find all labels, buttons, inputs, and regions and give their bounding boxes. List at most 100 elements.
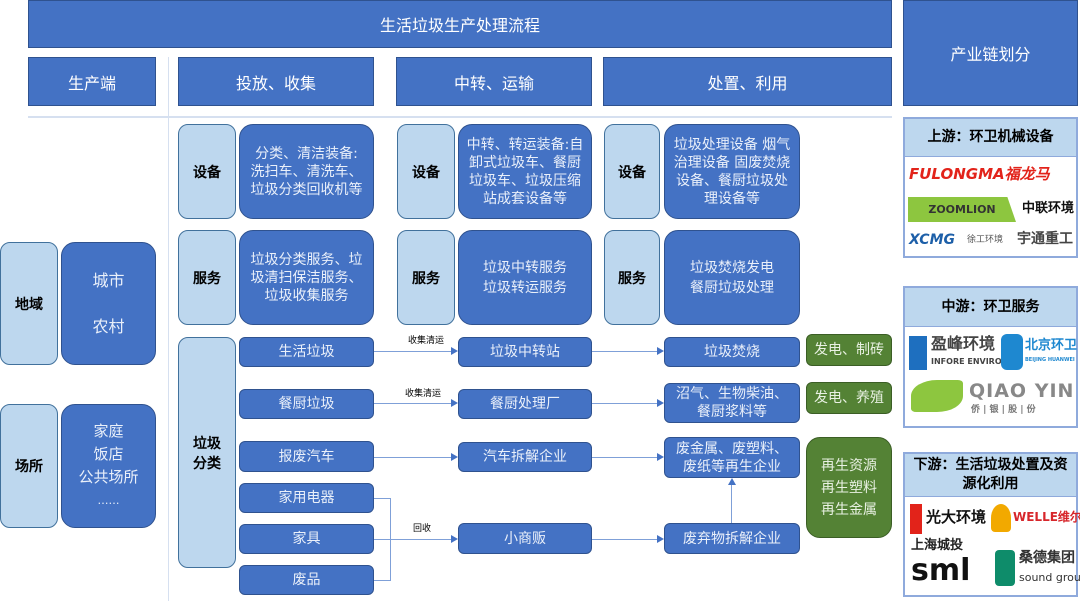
sort-item: 家具 <box>239 524 374 554</box>
place-home: 家庭 <box>93 422 124 440</box>
logo-fulongma: FULONGMA福龙马 <box>909 165 1050 183</box>
sort-label: 垃圾分类 <box>178 337 236 568</box>
sort-item: 家用电器 <box>239 483 374 513</box>
edge-label: 回收 <box>413 524 432 534</box>
connector <box>592 403 657 404</box>
logo-sound-en: sound group <box>1019 571 1080 584</box>
edge-label: 收集清运 <box>405 389 442 399</box>
region-box: 城市农村 <box>61 242 156 365</box>
logo-xcmg-env: 徐工环境 <box>967 235 1004 245</box>
collect-equip-label: 设备 <box>178 124 236 219</box>
logo-everbright: 光大环境 <box>926 508 987 526</box>
dispose-service-label: 服务 <box>604 230 660 325</box>
arrow-icon <box>657 453 664 461</box>
qiaoyin-logo-icon <box>911 380 963 412</box>
dispose-node: 废金属、废塑料、废纸等再生企业 <box>664 437 800 478</box>
arrow-icon <box>451 535 458 543</box>
welle-logo-icon <box>991 504 1011 532</box>
logo-huanwei: 北京环卫 <box>1025 338 1078 353</box>
connector <box>374 457 451 458</box>
output-box: 再生资源 再生塑料 再生金属 <box>806 437 892 538</box>
sort-item: 餐厨垃圾 <box>239 389 374 419</box>
logo-sml: sml <box>911 553 971 588</box>
dispose-equip-label: 设备 <box>604 124 660 219</box>
upstream-panel: 上游：环卫机械设备 FULONGMA福龙马 ZOOMLION 中联环境 XCMG… <box>903 117 1078 258</box>
arrow-icon <box>451 399 458 407</box>
transit-node: 垃圾中转站 <box>458 337 592 367</box>
logo-qiaoyin: QIAO YIN <box>969 380 1075 402</box>
sound-logo-icon <box>995 550 1015 586</box>
connector <box>592 351 657 352</box>
logo-welle: WELLE维尔利 <box>1013 510 1080 524</box>
midstream-title: 中游：环卫服务 <box>905 288 1076 327</box>
arrow-up-icon <box>728 478 736 485</box>
sort-item: 报废汽车 <box>239 441 374 472</box>
place-box: 家庭饭店公共场所 …… <box>61 404 156 528</box>
arrow-icon <box>451 453 458 461</box>
dispose-service-box: 垃圾焚烧发电 餐厨垃圾处理 <box>664 230 800 325</box>
arrow-icon <box>657 347 664 355</box>
divider <box>168 57 169 601</box>
dispose-equip-box: 垃圾处理设备 烟气治理设备 固废焚烧设备、餐厨垃圾处理设备等 <box>664 124 800 219</box>
downstream-title: 下游：生活垃圾处置及资源化利用 <box>905 454 1076 497</box>
connector <box>374 539 451 540</box>
logo-infore: 盈峰环境 <box>931 334 996 353</box>
divider <box>28 116 892 118</box>
arrow-icon <box>451 347 458 355</box>
dispose-node: 垃圾焚烧 <box>664 337 800 367</box>
logo-sound: 桑德集团 <box>1019 550 1075 566</box>
logo-zoomlion: ZOOMLION <box>908 197 1016 222</box>
dispose-node: 废弃物拆解企业 <box>664 523 800 554</box>
upstream-title: 上游：环卫机械设备 <box>905 119 1076 157</box>
logo-qiaoyin-cn: 侨 | 银 | 股 | 份 <box>971 405 1036 415</box>
transit-node: 餐厨处理厂 <box>458 389 592 419</box>
logo-infore-en: INFORE ENVIRO <box>931 357 1002 366</box>
transit-service-box: 垃圾中转服务 垃圾转运服务 <box>458 230 592 325</box>
region-rural: 农村 <box>92 316 125 336</box>
place-public: 公共场所 <box>78 468 139 486</box>
place-more: …… <box>97 494 120 507</box>
connector <box>374 498 390 499</box>
dispose-node: 沼气、生物柴油、餐厨浆料等 <box>664 383 800 423</box>
collect-equip-box: 分类、清洁装备:洗扫车、清洗车、垃圾分类回收机等 <box>239 124 374 219</box>
output-box: 发电、养殖 <box>806 382 892 414</box>
edge-label: 收集清运 <box>408 336 445 346</box>
transit-node: 小商贩 <box>458 523 592 554</box>
output-box: 发电、制砖 <box>806 334 892 366</box>
huanwei-logo-icon <box>1001 334 1023 370</box>
connector <box>374 403 451 404</box>
place-restaurant: 饭店 <box>93 445 124 463</box>
transit-equip-box: 中转、转运装备:自卸式垃圾车、餐厨垃圾车、垃圾压缩站成套设备等 <box>458 124 592 219</box>
everbright-logo-icon <box>910 504 922 534</box>
infore-logo-icon <box>909 336 927 370</box>
logo-huanwei-en: BEIJING HUANWEI <box>1025 357 1075 363</box>
sort-item: 生活垃圾 <box>239 337 374 367</box>
col-transit: 中转、运输 <box>396 57 592 106</box>
connector <box>592 539 657 540</box>
col-dispose: 处置、利用 <box>603 57 892 106</box>
collect-service-label: 服务 <box>178 230 236 325</box>
logo-xcmg: XCMG <box>909 232 955 248</box>
collect-service-box: 垃圾分类服务、垃圾清扫保洁服务、垃圾收集服务 <box>239 230 374 325</box>
transit-equip-label: 设备 <box>397 124 455 219</box>
sort-item: 废品 <box>239 565 374 595</box>
connector <box>592 457 657 458</box>
logo-yutong: 宇通重工 <box>1017 231 1073 247</box>
chain-header: 产业链划分 <box>903 0 1078 106</box>
place-label: 场所 <box>0 404 58 528</box>
col-production: 生产端 <box>28 57 156 106</box>
logo-sci: 上海城投 <box>911 538 964 553</box>
connector <box>374 580 390 581</box>
connector <box>374 351 451 352</box>
col-collect: 投放、收集 <box>178 57 374 106</box>
transit-node: 汽车拆解企业 <box>458 442 592 472</box>
region-label: 地域 <box>0 242 58 365</box>
downstream-panel: 下游：生活垃圾处置及资源化利用 光大环境 WELLE维尔利 上海城投 sml 桑… <box>903 452 1080 597</box>
transit-service-label: 服务 <box>397 230 455 325</box>
region-city: 城市 <box>92 270 125 290</box>
arrow-icon <box>657 535 664 543</box>
logo-zoomlion-cn: 中联环境 <box>1022 201 1075 216</box>
page-title: 生活垃圾生产处理流程 <box>28 0 892 48</box>
arrow-icon <box>657 399 664 407</box>
midstream-panel: 中游：环卫服务 盈峰环境 INFORE ENVIRO 北京环卫 BEIJING … <box>903 286 1078 428</box>
